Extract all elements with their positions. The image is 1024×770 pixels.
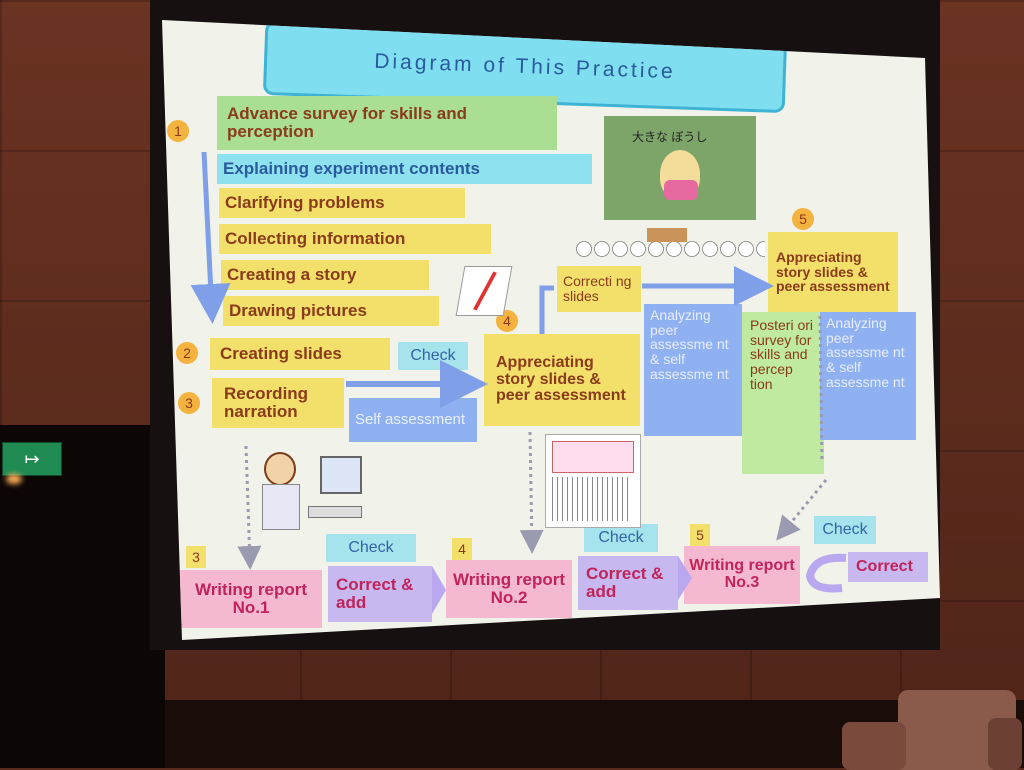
arrow-correct-add-1 (432, 566, 446, 614)
step-drawing-pictures: Drawing pictures (223, 296, 439, 326)
step-clarifying: Clarifying problems (219, 188, 465, 218)
person-body-icon (262, 484, 300, 530)
data-sheet-graph (552, 441, 634, 473)
doorway (0, 425, 165, 768)
podium-icon (647, 228, 687, 242)
cat-dress-icon (664, 180, 698, 200)
monitor-icon (320, 456, 362, 494)
appreciating-box-1: Appreciating story slides & peer assessm… (484, 334, 640, 426)
data-sheet-thumbnail (545, 434, 641, 528)
keyboard-icon (308, 506, 362, 518)
check-label-4: Check (814, 516, 876, 544)
arrow-correct-add-2 (678, 556, 692, 600)
arrow-down-steps (190, 151, 231, 324)
audience-heads (575, 240, 765, 258)
step-number-5: 5 (792, 208, 814, 230)
exit-light (6, 474, 22, 484)
step-advance-survey: Advance survey for skills and perception (217, 96, 557, 150)
chair (842, 690, 1022, 770)
step-explaining: Explaining experiment contents (217, 154, 592, 184)
correct-add-2: Correct & add (578, 556, 678, 610)
story-picture-caption: 大きな ぼうし (632, 130, 708, 144)
person-at-computer-icon (258, 448, 376, 532)
bottom-number-5: 5 (690, 524, 710, 546)
correcting-slides-box: Correcti ng slides (557, 266, 641, 312)
dotted-arrow-1 (237, 445, 262, 570)
chair-arm (842, 722, 906, 770)
bottom-number-4: 4 (452, 538, 472, 560)
dotted-arrow-3 (776, 479, 828, 541)
dotted-line-right (818, 315, 824, 461)
posteriori-survey-box: Posteri ori survey for skills and percep… (742, 312, 824, 474)
check-label-2: Check (326, 534, 416, 562)
writing-report-1: Writing report No.1 (180, 570, 322, 628)
exit-sign: ↦ (2, 442, 62, 476)
step-recording-narration: Recording narration (212, 378, 344, 428)
data-sheet-table (552, 477, 632, 521)
step-number-3: 3 (178, 392, 200, 414)
correct-add-1: Correct & add (328, 566, 432, 622)
step-creating-story: Creating a story (221, 260, 429, 290)
exit-arrow-icon: ↦ (24, 448, 40, 469)
dotted-arrow-2 (519, 431, 544, 554)
step-collecting: Collecting information (219, 224, 491, 254)
step-number-2: 2 (176, 342, 198, 364)
arrow-correct-loop (805, 553, 847, 593)
analyzing-box-2: Analyzing peer assessme nt & self assess… (820, 312, 916, 440)
analyzing-box-1: Analyzing peer assessme nt & self assess… (644, 304, 742, 436)
story-picture: 大きな ぼうし (604, 116, 756, 220)
bottom-number-3: 3 (186, 546, 206, 568)
writing-report-2: Writing report No.2 (446, 560, 572, 618)
step-creating-slides: Creating slides (210, 338, 390, 370)
audience-icons (575, 228, 765, 260)
step-number-1: 1 (167, 120, 189, 142)
check-label-3: Check (584, 524, 658, 552)
appreciating-box-2: Appreciating story slides & peer assessm… (768, 232, 898, 312)
writing-report-3: Writing report No.3 (684, 546, 800, 604)
chair-arm-right (988, 718, 1022, 770)
correct-label: Correct (848, 552, 928, 582)
arrow-to-correcting (539, 285, 554, 334)
